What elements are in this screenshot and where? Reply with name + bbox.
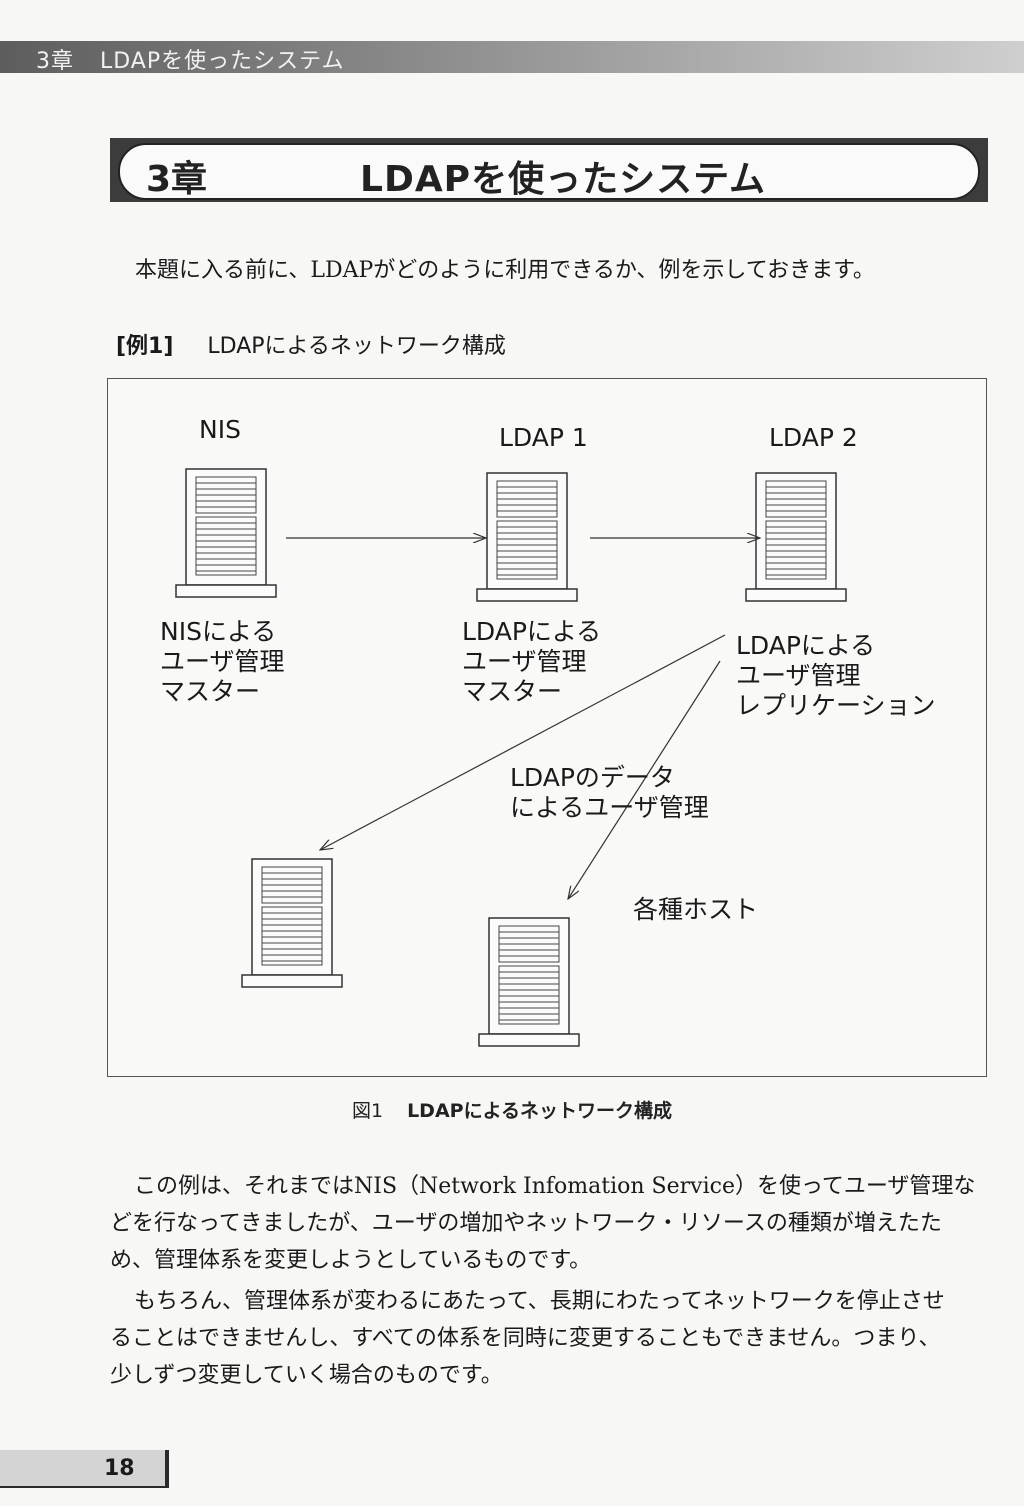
server-ldap1-icon	[476, 472, 578, 602]
server-nis-icon	[175, 468, 277, 598]
ldap2-server-description: LDAPによる ユーザ管理 レプリケーション	[736, 631, 936, 720]
arrow-ldap2-to-host2	[568, 660, 721, 899]
network-diagram	[175, 468, 847, 1047]
ldap1-server-name: LDAP 1	[499, 423, 588, 452]
paragraph-2: もちろん、管理体系が変わるにあたって、長期にわたってネットワークを停止させ るこ…	[110, 1289, 945, 1388]
arrow-ldap2-to-host1	[320, 634, 726, 850]
page-number-tab: 18	[0, 1450, 169, 1488]
host-server-1-icon	[241, 858, 343, 988]
hosts-label: 各種ホスト	[633, 895, 759, 924]
running-header-chapter: 3章	[36, 49, 74, 74]
figure-number: 図1	[351, 1100, 384, 1122]
chapter-number: 3章	[146, 159, 208, 200]
running-header: 3章 LDAPを使ったシステム	[0, 41, 1024, 74]
paragraph-1: この例は、それまではNIS（Network Infomation Service…	[110, 1174, 976, 1273]
nis-server-description: NISによる ユーザ管理 マスター	[160, 617, 285, 706]
host-server-2-icon	[478, 917, 580, 1047]
ldap2-server-name: LDAP 2	[769, 423, 858, 452]
example-tag: [例1]	[116, 334, 174, 359]
figure-caption: 図1 LDAPによるネットワーク構成	[0, 1096, 1024, 1123]
nis-server-name: NIS	[199, 415, 241, 444]
server-ldap2-icon	[745, 472, 847, 602]
chapter-banner: 3章 LDAPを使ったシステム	[118, 143, 980, 200]
chapter-title: LDAPを使ったシステム	[360, 159, 766, 200]
page-number: 18	[104, 1456, 135, 1481]
figure-caption-text: LDAPによるネットワーク構成	[407, 1100, 673, 1122]
ldap1-server-description: LDAPによる ユーザ管理 マスター	[462, 617, 602, 706]
running-header-title: LDAPを使ったシステム	[100, 49, 345, 74]
network-figure: NIS LDAP 1 LDAP 2 NISによる ユーザ管理 マスター LDAP…	[107, 378, 987, 1077]
example-heading: [例1] LDAPによるネットワーク構成	[116, 328, 506, 360]
intro-text: 本題に入る前に、LDAPがどのように利用できるか、例を示しておきます。	[135, 258, 875, 283]
example-title: LDAPによるネットワーク構成	[207, 334, 506, 359]
data-flow-label: LDAPのデータ によるユーザ管理	[510, 763, 709, 822]
